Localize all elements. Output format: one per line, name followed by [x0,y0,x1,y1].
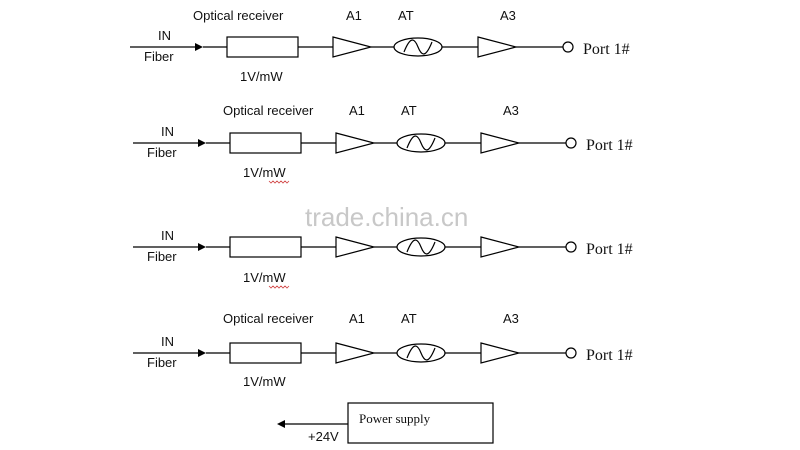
gain-label: 1V/mW [243,270,286,285]
fiber-label: Fiber [144,49,174,64]
optical-receiver-box [226,36,299,58]
amplifier-a1-label: A1 [349,103,365,118]
input-arrow [198,139,206,147]
sine-wave-icon [406,239,436,255]
fiber-label: Fiber [147,249,177,264]
port-label: Port 1# [586,347,633,364]
power-supply-label: Power supply [359,411,431,426]
signal-chain: IN Fiber 1V/mW Port 1# [133,228,633,289]
port-label: Port 1# [586,241,633,258]
amplifier-a3-triangle [480,236,522,258]
fiber-label: Fiber [147,145,177,160]
optical-receiver-box [229,132,302,154]
spellcheck-underline [268,285,290,289]
optical-receiver-label: Optical receiver [223,103,314,118]
amplifier-a1-triangle [335,236,377,258]
amplifier-a3-label: A3 [503,103,519,118]
signal-chain: IN Fiber 1V/mW Port 1# Optical receiver A1 AT A… [133,103,633,184]
gain-label: 1V/mW [243,165,286,180]
attenuator-label: AT [398,8,414,23]
optical-receiver-label: Optical receiver [193,8,284,23]
watermark: trade.china.cn [305,202,468,232]
amplifier-a3-triangle [480,132,522,154]
gain-label: 1V/mW [240,69,283,84]
output-port-circle [565,137,577,149]
amplifier-a1-triangle [335,342,377,364]
fiber-label: Fiber [147,355,177,370]
amplifier-a3-triangle [477,36,519,58]
voltage-label: +24V [308,429,339,444]
power-supply-block: Power supply +24V [277,402,494,444]
input-arrow [198,349,206,357]
power-output-arrow [277,420,285,428]
in-label: IN [161,124,174,139]
in-label: IN [161,228,174,243]
input-arrow [195,43,203,51]
optical-receiver-box [229,342,302,364]
spellcheck-underline [268,180,290,184]
signal-chain: IN Fiber 1V/mW Port 1# Optical receiver A1 AT A… [133,311,633,389]
sine-wave-icon [406,345,436,361]
sine-wave-icon [403,39,433,55]
port-label: Port 1# [586,137,633,154]
attenuator-label: AT [401,103,417,118]
port-label: Port 1# [583,41,630,58]
signal-chain: IN Fiber 1V/mW Port 1# Optical receiver A1 AT A… [130,8,630,84]
amplifier-a3-label: A3 [503,311,519,326]
output-port-circle [565,347,577,359]
attenuator-label: AT [401,311,417,326]
amplifier-a3-triangle [480,342,522,364]
optical-receiver-label: Optical receiver [223,311,314,326]
input-arrow [198,243,206,251]
power-supply-box [347,402,494,444]
optical-receiver-box [229,236,302,258]
sine-wave-icon [406,135,436,151]
amplifier-a3-label: A3 [500,8,516,23]
amplifier-a1-label: A1 [346,8,362,23]
in-label: IN [161,334,174,349]
gain-label: 1V/mW [243,374,286,389]
output-port-circle [562,41,574,53]
amplifier-a1-label: A1 [349,311,365,326]
amplifier-a1-triangle [332,36,374,58]
output-port-circle [565,241,577,253]
amplifier-a1-triangle [335,132,377,154]
in-label: IN [158,28,171,43]
